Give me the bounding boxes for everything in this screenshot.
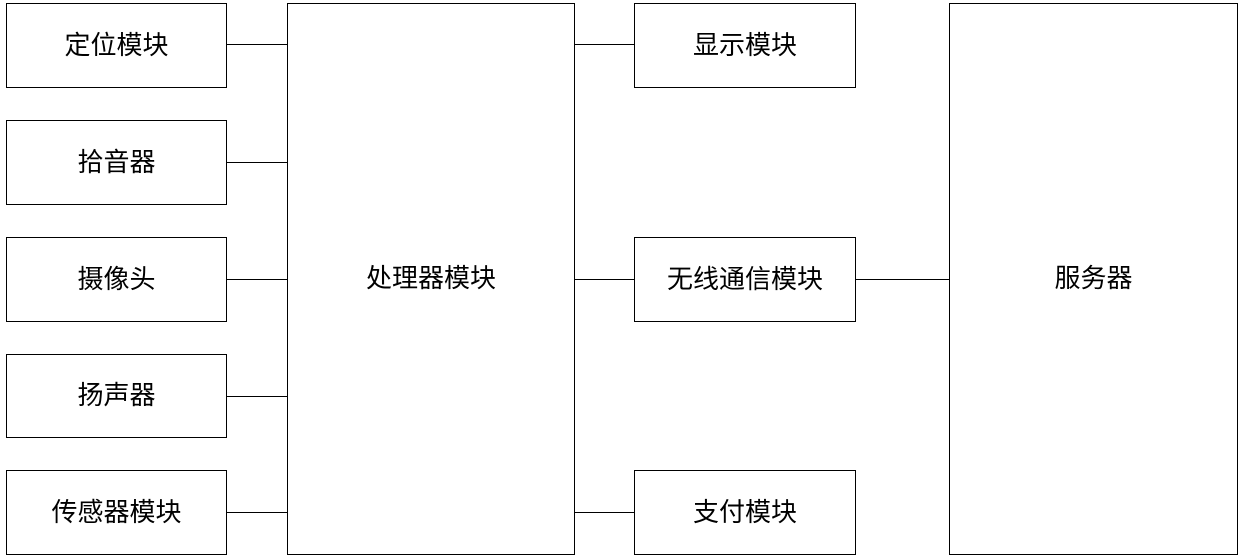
connector-positioning-processor [227, 44, 287, 45]
connector-processor-wireless [575, 279, 634, 280]
connector-sensor-processor [227, 512, 287, 513]
server-label: 服务器 [1054, 266, 1132, 292]
processor-module-label: 处理器模块 [366, 266, 496, 292]
payment-module-box: 支付模块 [634, 470, 856, 555]
server-box: 服务器 [949, 3, 1238, 555]
sensor-module-label: 传感器模块 [51, 500, 181, 526]
connector-processor-display [575, 44, 634, 45]
camera-label: 摄像头 [77, 267, 155, 293]
positioning-module-label: 定位模块 [64, 33, 168, 59]
positioning-module-box: 定位模块 [6, 3, 227, 88]
sensor-module-box: 传感器模块 [6, 470, 227, 555]
wireless-module-box: 无线通信模块 [634, 237, 856, 322]
connector-speaker-processor [227, 396, 287, 397]
microphone-box: 拾音器 [6, 120, 227, 205]
speaker-label: 扬声器 [77, 383, 155, 409]
connector-wireless-server [856, 279, 949, 280]
connector-processor-payment [575, 512, 634, 513]
processor-module-box: 处理器模块 [287, 3, 575, 555]
speaker-box: 扬声器 [6, 354, 227, 438]
microphone-label: 拾音器 [77, 150, 155, 176]
display-module-label: 显示模块 [693, 33, 797, 59]
payment-module-label: 支付模块 [693, 500, 797, 526]
camera-box: 摄像头 [6, 237, 227, 322]
wireless-module-label: 无线通信模块 [667, 267, 823, 293]
connector-camera-processor [227, 279, 287, 280]
connector-microphone-processor [227, 162, 287, 163]
display-module-box: 显示模块 [634, 3, 856, 88]
